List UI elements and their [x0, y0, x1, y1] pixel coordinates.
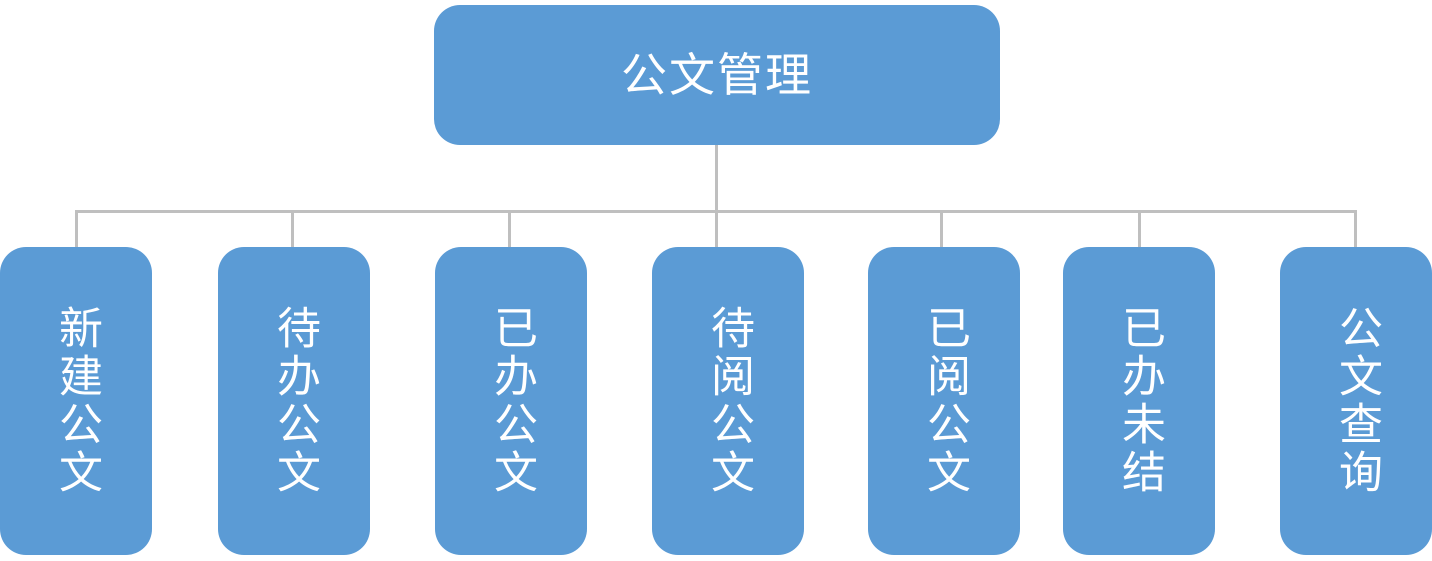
node-child-label: 新建公文: [50, 305, 102, 497]
node-child-label: 公文查询: [1330, 305, 1382, 497]
node-child-pending-document[interactable]: 待办公文: [218, 247, 370, 555]
node-child-label: 待阅公文: [702, 305, 754, 497]
node-child-label: 已办公文: [485, 305, 537, 497]
node-child-to-read-document[interactable]: 待阅公文: [652, 247, 804, 555]
node-child-label: 待办公文: [268, 305, 320, 497]
node-child-processed-unsettled[interactable]: 已办未结: [1063, 247, 1215, 555]
node-root-label: 公文管理: [621, 47, 813, 102]
node-child-processed-document[interactable]: 已办公文: [435, 247, 587, 555]
node-root-document-management[interactable]: 公文管理: [434, 5, 1000, 145]
node-child-document-query[interactable]: 公文查询: [1280, 247, 1432, 555]
node-child-read-document[interactable]: 已阅公文: [868, 247, 1020, 555]
node-child-new-document[interactable]: 新建公文: [0, 247, 152, 555]
node-child-label: 已办未结: [1113, 305, 1165, 497]
node-child-label: 已阅公文: [918, 305, 970, 497]
